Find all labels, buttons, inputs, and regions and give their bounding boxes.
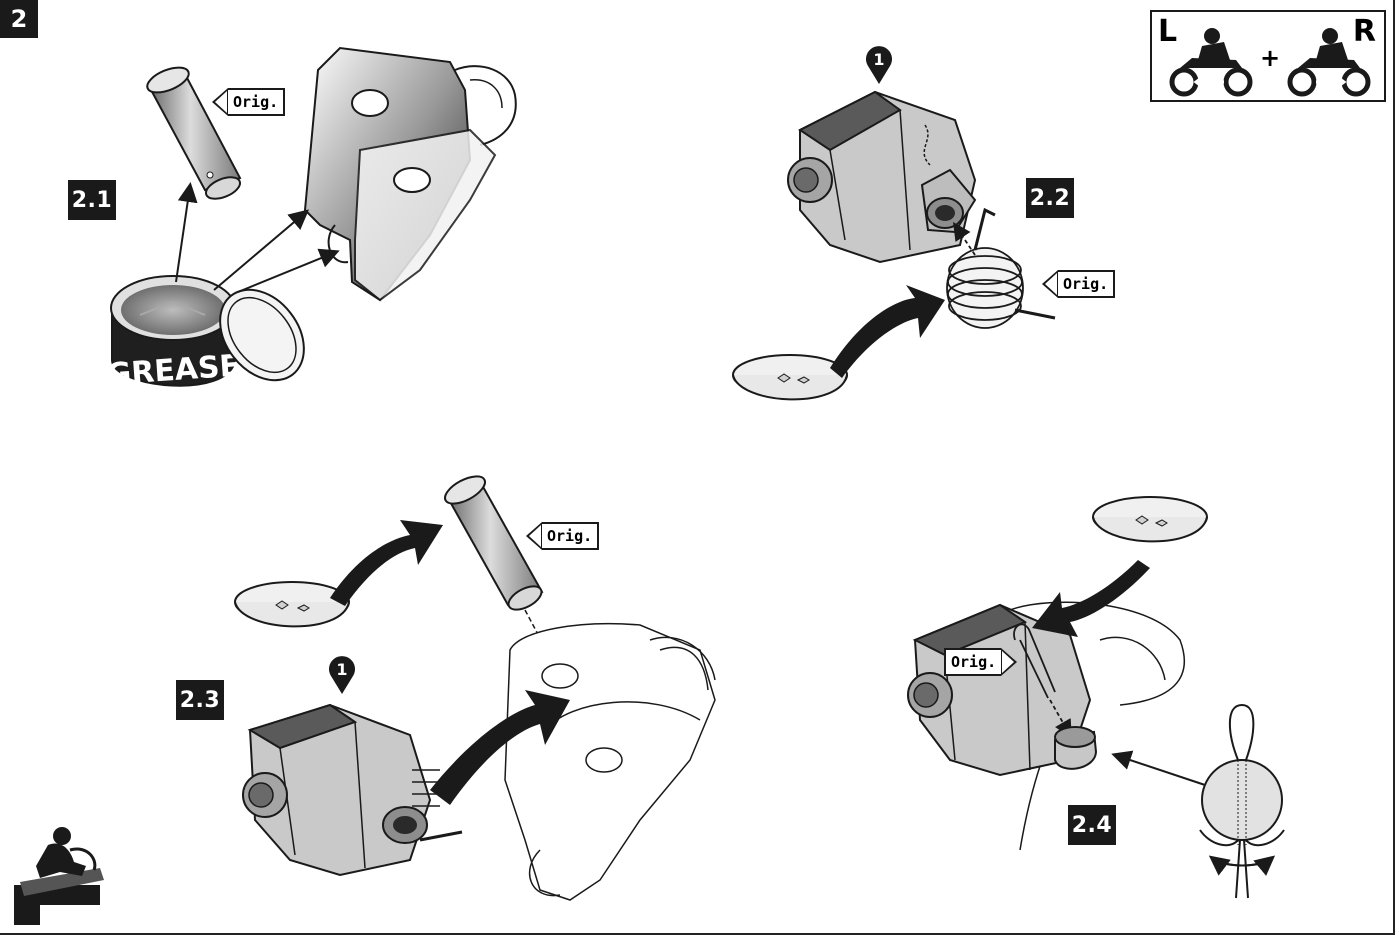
motorcycle-icons <box>1152 12 1388 104</box>
step-number: 2 <box>0 0 38 38</box>
orig-tag-2-1: Orig. <box>212 88 285 116</box>
orig-tag-2-2: Orig. <box>1042 270 1115 298</box>
arrow-2-4 <box>1115 755 1205 785</box>
orig-label: Orig. <box>1058 270 1115 298</box>
spring-housing-2-3 <box>243 705 462 875</box>
marker-number: 1 <box>327 660 357 679</box>
marker-number: 1 <box>864 50 894 69</box>
spring-housing-2-2 <box>788 92 975 262</box>
bracket-2-1 <box>305 48 516 300</box>
curved-arrow-2-2 <box>830 285 945 378</box>
cotter-detail-2-4 <box>1200 705 1284 898</box>
orig-tag-2-3: Orig. <box>526 522 599 550</box>
substep-2-3: 2.3 <box>176 680 224 720</box>
substep-2-1: 2.1 <box>68 180 116 220</box>
cap-2-4 <box>1055 727 1096 769</box>
bowl-2-4 <box>1093 497 1207 541</box>
curved-arrow-2-4 <box>1032 560 1150 637</box>
location-marker-2-3: 1 <box>327 656 357 696</box>
orig-tag-2-4: Orig. <box>944 648 1017 676</box>
grease-can: GREASE <box>106 273 322 396</box>
bowl-2-3 <box>235 582 349 626</box>
pin-2-1 <box>144 62 243 203</box>
substep-2-4: 2.4 <box>1068 805 1116 845</box>
curved-arrow-2-3a <box>330 520 443 606</box>
rider-pictogram <box>14 827 104 925</box>
orig-label: Orig. <box>542 522 599 550</box>
substep-2-2: 2.2 <box>1026 178 1074 218</box>
bowl-2-2 <box>733 355 847 399</box>
orig-label: Orig. <box>228 88 285 116</box>
side-indicator: L R + <box>1150 10 1386 102</box>
orig-label: Orig. <box>944 648 1001 676</box>
location-marker-2-2: 1 <box>864 46 894 86</box>
bracket-2-3 <box>505 624 715 900</box>
